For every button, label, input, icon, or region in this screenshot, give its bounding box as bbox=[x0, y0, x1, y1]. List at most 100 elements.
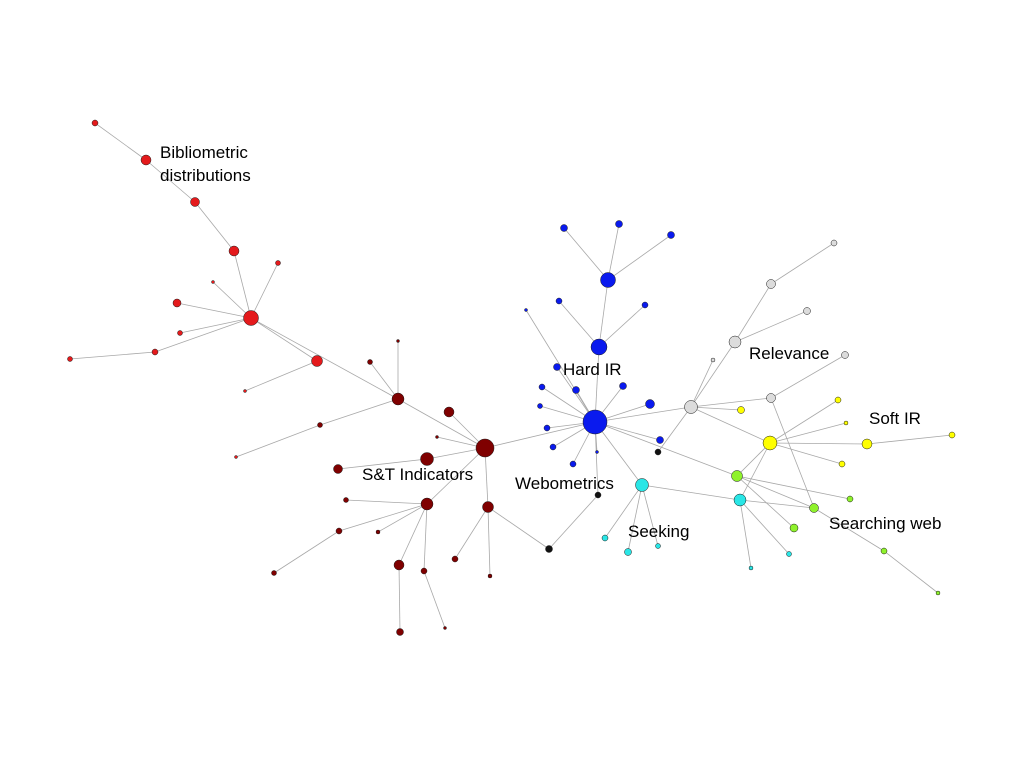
node-blue-b8 bbox=[590, 338, 608, 356]
node-cyan-c1 bbox=[635, 478, 649, 492]
node-blue-bh bbox=[582, 409, 608, 435]
node-darkred-d5 bbox=[443, 406, 455, 418]
node-yellow-y2 bbox=[737, 406, 745, 414]
node-red-r6 bbox=[211, 280, 215, 284]
node-darkred-d10 bbox=[420, 497, 434, 511]
node-green-gr3 bbox=[809, 503, 819, 513]
node-darkred-d11 bbox=[482, 501, 494, 513]
node-blue-b4 bbox=[600, 272, 616, 288]
edge-d15-d19 bbox=[398, 564, 401, 633]
label-soft-ir: Soft IR bbox=[869, 409, 921, 428]
edge-gr1-gr4 bbox=[736, 475, 795, 529]
label-seeking: Seeking bbox=[628, 522, 689, 541]
edge-g2-g1 bbox=[770, 242, 835, 285]
node-darkred-d1 bbox=[396, 339, 400, 343]
node-darkred-d12 bbox=[375, 529, 381, 535]
label-webometrics: Webometrics bbox=[515, 474, 614, 493]
edge-rh-d3 bbox=[250, 317, 399, 400]
node-red-r9 bbox=[151, 348, 159, 356]
node-gray-g6 bbox=[841, 351, 849, 359]
node-blue-b14 bbox=[645, 399, 655, 409]
edge-gr3-gr5 bbox=[813, 507, 885, 552]
node-blue-b13 bbox=[537, 403, 543, 409]
node-darkred-d3 bbox=[391, 392, 405, 406]
edge-d10-d12 bbox=[377, 503, 428, 533]
node-blue-b10 bbox=[619, 382, 627, 390]
network-nodes bbox=[67, 119, 956, 636]
node-blue-b5 bbox=[555, 297, 563, 305]
edge-r3-r4 bbox=[194, 201, 235, 252]
node-red-r12 bbox=[243, 389, 247, 393]
edge-c2-c7 bbox=[739, 499, 752, 569]
edge-yh-c2 bbox=[739, 442, 771, 501]
node-darkred-d9 bbox=[343, 497, 349, 503]
node-cyan-c4 bbox=[655, 543, 661, 549]
node-blue-b17 bbox=[656, 436, 664, 444]
edge-rh-r11 bbox=[250, 317, 318, 362]
node-yellow-y1 bbox=[834, 396, 842, 404]
node-blue-b3 bbox=[667, 231, 675, 239]
edge-d2-d3 bbox=[369, 361, 399, 400]
node-gray-g5 bbox=[710, 357, 716, 363]
node-green-gr1 bbox=[731, 470, 743, 482]
edge-c1-c3 bbox=[604, 484, 643, 539]
node-darkred-d20 bbox=[443, 626, 447, 630]
node-red-r13 bbox=[234, 455, 238, 459]
node-red-r5 bbox=[275, 260, 281, 266]
edge-dh-d10 bbox=[426, 447, 486, 505]
node-gray-g1 bbox=[830, 239, 838, 247]
cluster-labels: Bibliometric distributions Hard IR Relev… bbox=[160, 143, 941, 541]
edge-c2-gr3 bbox=[739, 499, 815, 509]
edge-d11-d17 bbox=[487, 506, 491, 577]
edge-g4-g2 bbox=[734, 283, 772, 343]
edge-gr1-gr2 bbox=[736, 475, 851, 500]
edge-g7-gr3 bbox=[770, 397, 815, 509]
edge-b5-b8 bbox=[558, 300, 600, 348]
node-darkred-d16 bbox=[420, 567, 428, 575]
edge-yh-y1 bbox=[769, 399, 839, 444]
edge-g8-k1 bbox=[657, 406, 692, 453]
label-hard-ir: Hard IR bbox=[563, 360, 622, 379]
edge-r2-r3 bbox=[145, 159, 196, 203]
edge-d10-d16 bbox=[423, 503, 428, 572]
edge-d7-d8 bbox=[337, 458, 428, 470]
node-yellow-y3 bbox=[843, 420, 849, 426]
edge-g8-g7 bbox=[690, 397, 772, 408]
node-darkred-d14 bbox=[451, 555, 459, 563]
node-cyan-c5 bbox=[624, 548, 632, 556]
node-red-r4 bbox=[228, 245, 240, 257]
node-black-k1 bbox=[654, 448, 662, 456]
node-blue-b9 bbox=[553, 363, 561, 371]
edge-d3-d4 bbox=[319, 398, 399, 426]
node-cyan-c3 bbox=[601, 534, 609, 542]
node-darkred-d6 bbox=[435, 435, 439, 439]
node-darkred-d18 bbox=[271, 570, 277, 576]
node-darkred-d17 bbox=[487, 573, 493, 579]
node-cyan-c7 bbox=[748, 565, 754, 571]
node-green-gr6 bbox=[935, 590, 941, 596]
node-red-r1 bbox=[91, 119, 99, 127]
edge-r6-rh bbox=[212, 281, 252, 319]
edge-c1-c2 bbox=[641, 484, 741, 501]
edge-d11-d14 bbox=[454, 506, 489, 560]
edge-c2-c6 bbox=[739, 499, 790, 555]
label-bibliometric-line2: distributions bbox=[160, 166, 251, 185]
edge-dh-d11 bbox=[484, 447, 489, 508]
edge-b2-b4 bbox=[607, 223, 620, 281]
edge-k2-k3 bbox=[548, 494, 599, 550]
edge-d10-d15 bbox=[398, 503, 428, 566]
node-blue-b11 bbox=[538, 383, 546, 391]
edge-yh-y4 bbox=[769, 442, 868, 445]
edge-dh-bh bbox=[484, 421, 596, 449]
node-cyan-c6 bbox=[786, 551, 792, 557]
node-gray-g2 bbox=[766, 279, 776, 289]
node-black-k2 bbox=[594, 491, 602, 499]
edge-yh-y3 bbox=[769, 422, 847, 444]
node-blue-b18 bbox=[569, 460, 577, 468]
node-blue-b15 bbox=[543, 424, 551, 432]
node-blue-b1 bbox=[560, 224, 568, 232]
node-darkred-d19 bbox=[396, 628, 404, 636]
node-yellow-y6 bbox=[838, 460, 846, 468]
edge-g8-g4 bbox=[690, 341, 736, 408]
